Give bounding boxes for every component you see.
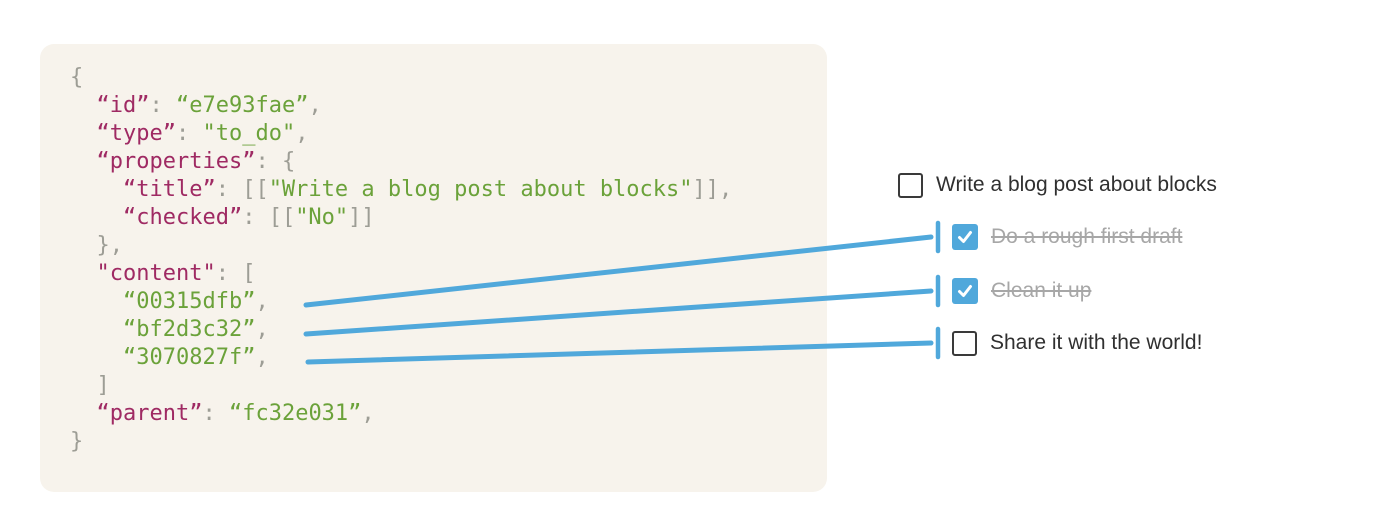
code-line: “id”: “e7e93fae”, [96,93,322,118]
json-code-block: { “id”: “e7e93fae”, “type”: "to_do", “pr… [40,44,827,492]
todo-item-label: Clean it up [991,279,1092,302]
code-line: { [70,65,84,90]
code-line: “00315dfb”, [122,289,269,314]
todo-item: Clean it up [952,278,1091,304]
code-line: “title”: [["Write a blog post about bloc… [122,177,733,202]
todo-item: Share it with the world! [952,330,1202,356]
todo-item: Do a rough first draft [952,224,1182,250]
code-line: “bf2d3c32”, [122,317,269,342]
code-line: "content": [ [96,261,256,286]
checkbox-checked-icon[interactable] [952,224,978,250]
checkbox-unchecked-icon[interactable] [898,172,923,198]
code-line: “checked”: [["No"]] [122,205,375,230]
checkbox-unchecked-icon[interactable] [952,330,977,356]
todo-item: Write a blog post about blocks [898,172,1217,198]
checkmark-icon [958,285,972,297]
code-line: “3070827f”, [122,345,269,370]
json-code: { “id”: “e7e93fae”, “type”: "to_do", “pr… [40,44,827,456]
todo-item-label: Share it with the world! [990,331,1203,354]
code-line: }, [70,233,123,258]
todo-item-label: Write a blog post about blocks [936,173,1217,196]
code-line: “parent”: “fc32e031”, [96,401,375,426]
code-line: “type”: "to_do", [96,121,309,146]
code-line: “properties”: { [96,149,296,174]
checkbox-checked-icon[interactable] [952,278,978,304]
code-line: } [70,429,84,454]
todo-item-label: Do a rough first draft [991,225,1183,248]
checkmark-icon [958,231,972,243]
code-line: ] [70,373,110,398]
